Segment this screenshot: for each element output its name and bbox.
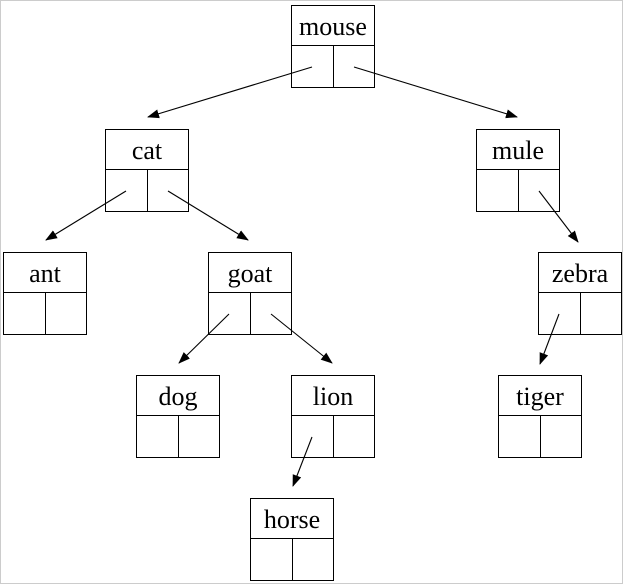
left-pointer-cell	[106, 170, 148, 211]
pointer-cells	[538, 293, 622, 335]
right-pointer-cell	[519, 170, 560, 211]
left-pointer-cell	[292, 416, 334, 457]
node-label: goat	[208, 252, 292, 293]
pointer-cells	[291, 416, 375, 458]
pointer-cells	[208, 293, 292, 335]
left-pointer-cell	[137, 416, 179, 457]
pointer-cells	[136, 416, 220, 458]
right-pointer-cell	[293, 539, 334, 580]
pointer-cells	[291, 46, 375, 88]
right-pointer-cell	[541, 416, 582, 457]
node-label: dog	[136, 375, 220, 416]
node-label: ant	[3, 252, 87, 293]
pointer-cells	[498, 416, 582, 458]
tree-node-cat: cat	[105, 129, 189, 212]
pointer-cells	[250, 539, 334, 581]
arrow-mouse-left-to-cat	[147, 66, 313, 119]
node-label: horse	[250, 498, 334, 539]
arrow-mouse-right-to-mule	[353, 66, 518, 119]
left-pointer-cell	[477, 170, 519, 211]
node-label: mouse	[291, 5, 375, 46]
right-pointer-cell	[581, 293, 622, 334]
node-label: lion	[291, 375, 375, 416]
left-pointer-cell	[4, 293, 46, 334]
tree-node-horse: horse	[250, 498, 334, 581]
left-pointer-cell	[292, 46, 334, 87]
tree-node-lion: lion	[291, 375, 375, 458]
node-label: cat	[105, 129, 189, 170]
tree-node-goat: goat	[208, 252, 292, 335]
tree-node-mouse: mouse	[291, 5, 375, 88]
pointer-cells	[476, 170, 560, 212]
tree-node-zebra: zebra	[538, 252, 622, 335]
right-pointer-cell	[334, 46, 375, 87]
pointer-cells	[105, 170, 189, 212]
tree-node-tiger: tiger	[498, 375, 582, 458]
right-pointer-cell	[46, 293, 87, 334]
right-pointer-cell	[179, 416, 220, 457]
tree-node-dog: dog	[136, 375, 220, 458]
left-pointer-cell	[209, 293, 251, 334]
tree-node-mule: mule	[476, 129, 560, 212]
pointer-cells	[3, 293, 87, 335]
left-pointer-cell	[499, 416, 541, 457]
tree-node-ant: ant	[3, 252, 87, 335]
left-pointer-cell	[539, 293, 581, 334]
right-pointer-cell	[251, 293, 292, 334]
node-label: tiger	[498, 375, 582, 416]
node-label: zebra	[538, 252, 622, 293]
right-pointer-cell	[334, 416, 375, 457]
right-pointer-cell	[148, 170, 189, 211]
node-label: mule	[476, 129, 560, 170]
left-pointer-cell	[251, 539, 293, 580]
